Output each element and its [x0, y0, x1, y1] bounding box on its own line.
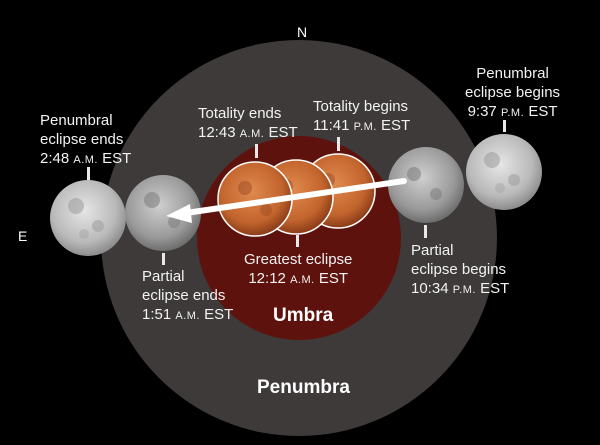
totality-ends-time: 12:43: [198, 124, 236, 141]
totality-ends-zone: EST: [268, 124, 298, 141]
penumbral-ends-line2: eclipse ends: [40, 131, 124, 148]
penumbral-begins-zone: EST: [528, 103, 558, 120]
moon-partial-ends: [125, 175, 201, 251]
east-label: E: [18, 228, 28, 244]
penumbral-ends-time: 2:48: [40, 150, 70, 167]
totality-begins-ampm: P.M.: [353, 121, 377, 133]
penumbral-ends-ampm: A.M.: [73, 154, 98, 166]
partial-begins-zone: EST: [480, 280, 510, 297]
totality-begins-zone: EST: [380, 117, 411, 134]
partial-ends-line1: Partial: [142, 268, 185, 285]
north-label: N: [297, 24, 308, 40]
penumbral-ends-line1: Penumbral: [40, 112, 113, 129]
partial-ends-line2: eclipse ends: [142, 287, 226, 304]
partial-ends-time: 1:51: [142, 306, 172, 323]
moon-path-arrow: [166, 178, 407, 223]
moon-totality-ends: [217, 161, 293, 237]
penumbral-begins-label: Penumbral eclipse begins 9:37 P.M. EST: [465, 64, 560, 123]
greatest-eclipse-label: Greatest eclipse 12:12 A.M. EST: [244, 250, 352, 290]
totality-begins-time: 11:41: [313, 117, 350, 134]
penumbral-ends-tick: [87, 167, 90, 180]
totality-begins-label: Totality begins 11:41 P.M. EST: [313, 97, 410, 137]
greatest-eclipse-ampm: A.M.: [290, 274, 315, 286]
penumbral-begins-time: 9:37: [467, 103, 497, 120]
totality-begins-line1: Totality begins: [313, 98, 409, 115]
greatest-eclipse-zone: EST: [318, 270, 349, 287]
partial-begins-ampm: P.M.: [452, 284, 476, 296]
totality-begins-tick: [337, 137, 340, 151]
partial-begins-line2: eclipse begins: [411, 261, 507, 278]
penumbra-label: Penumbra: [257, 377, 350, 398]
totality-ends-label: Totality ends 12:43 A.M. EST: [198, 104, 298, 144]
moon-penumbral-ends: [50, 180, 126, 256]
moon-penumbral-begins: [466, 134, 542, 210]
umbra-label: Umbra: [273, 305, 334, 326]
partial-begins-label: Partial eclipse begins 10:34 P.M. EST: [411, 241, 509, 300]
partial-begins-time: 10:34: [411, 280, 449, 297]
greatest-eclipse-tick: [296, 235, 299, 247]
penumbral-ends-label: Penumbral eclipse ends 2:48 A.M. EST: [40, 111, 131, 170]
totality-ends-tick: [255, 144, 258, 158]
partial-begins-line1: Partial: [411, 242, 454, 259]
partial-ends-tick: [162, 253, 165, 265]
partial-ends-ampm: A.M.: [175, 310, 200, 322]
penumbral-begins-ampm: P.M.: [500, 107, 525, 119]
penumbral-begins-tick: [503, 120, 506, 132]
partial-begins-tick: [424, 225, 427, 238]
partial-ends-zone: EST: [204, 306, 234, 323]
totality-ends-ampm: A.M.: [239, 128, 265, 140]
greatest-eclipse-time: 12:12: [248, 270, 286, 287]
penumbral-begins-line1: Penumbral: [476, 65, 549, 82]
penumbral-ends-zone: EST: [102, 150, 132, 167]
totality-ends-line1: Totality ends: [198, 105, 282, 122]
greatest-eclipse-line1: Greatest eclipse: [244, 251, 353, 268]
penumbral-begins-line2: eclipse begins: [465, 84, 561, 101]
moon-partial-begins: [388, 147, 464, 223]
partial-ends-label: Partial eclipse ends 1:51 A.M. EST: [142, 267, 233, 326]
